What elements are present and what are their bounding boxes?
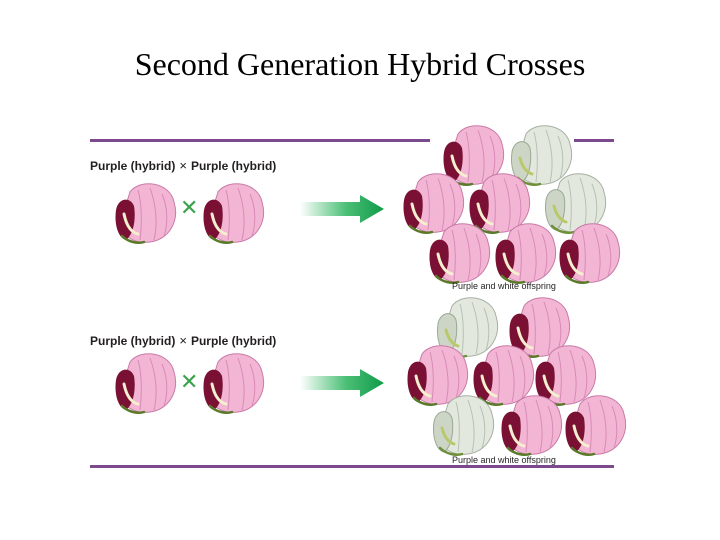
result-arrow-icon (300, 369, 384, 397)
parent-label-row: Purple (hybrid)×Purple (hybrid) (90, 333, 276, 348)
divider-rule-top-left (90, 139, 430, 142)
offspring-caption: Purple and white offspring (452, 455, 556, 465)
divider-rule-bottom (90, 465, 614, 468)
parent-right-label: Purple (hybrid) (190, 159, 277, 173)
parent-flower-right (200, 350, 266, 416)
divider-rule-top-right (574, 139, 614, 142)
parent-flower-left (112, 180, 178, 246)
offspring-flower-purple (562, 392, 628, 458)
offspring-flower-purple (426, 220, 492, 286)
parent-left-label: Purple (hybrid) (90, 334, 176, 348)
slide-title: Second Generation Hybrid Crosses (134, 46, 586, 82)
offspring-flower-purple (498, 392, 564, 458)
result-arrow-icon (300, 195, 384, 223)
cross-mark-icon: ✕ (180, 196, 199, 221)
parent-flower-right (200, 180, 266, 246)
offspring-flower-white (430, 392, 496, 458)
offspring-caption: Purple and white offspring (452, 281, 556, 291)
parent-flower-left (112, 350, 178, 416)
parent-left-label: Purple (hybrid) (90, 159, 176, 173)
offspring-flower-purple (492, 220, 558, 286)
cross-symbol: × (179, 158, 187, 173)
cross-mark-icon: ✕ (180, 370, 199, 395)
cross-symbol: × (179, 333, 187, 348)
parent-label-row: Purple (hybrid)×Purple (hybrid) (90, 158, 276, 173)
parent-right-label: Purple (hybrid) (190, 334, 277, 348)
offspring-flower-purple (556, 220, 622, 286)
